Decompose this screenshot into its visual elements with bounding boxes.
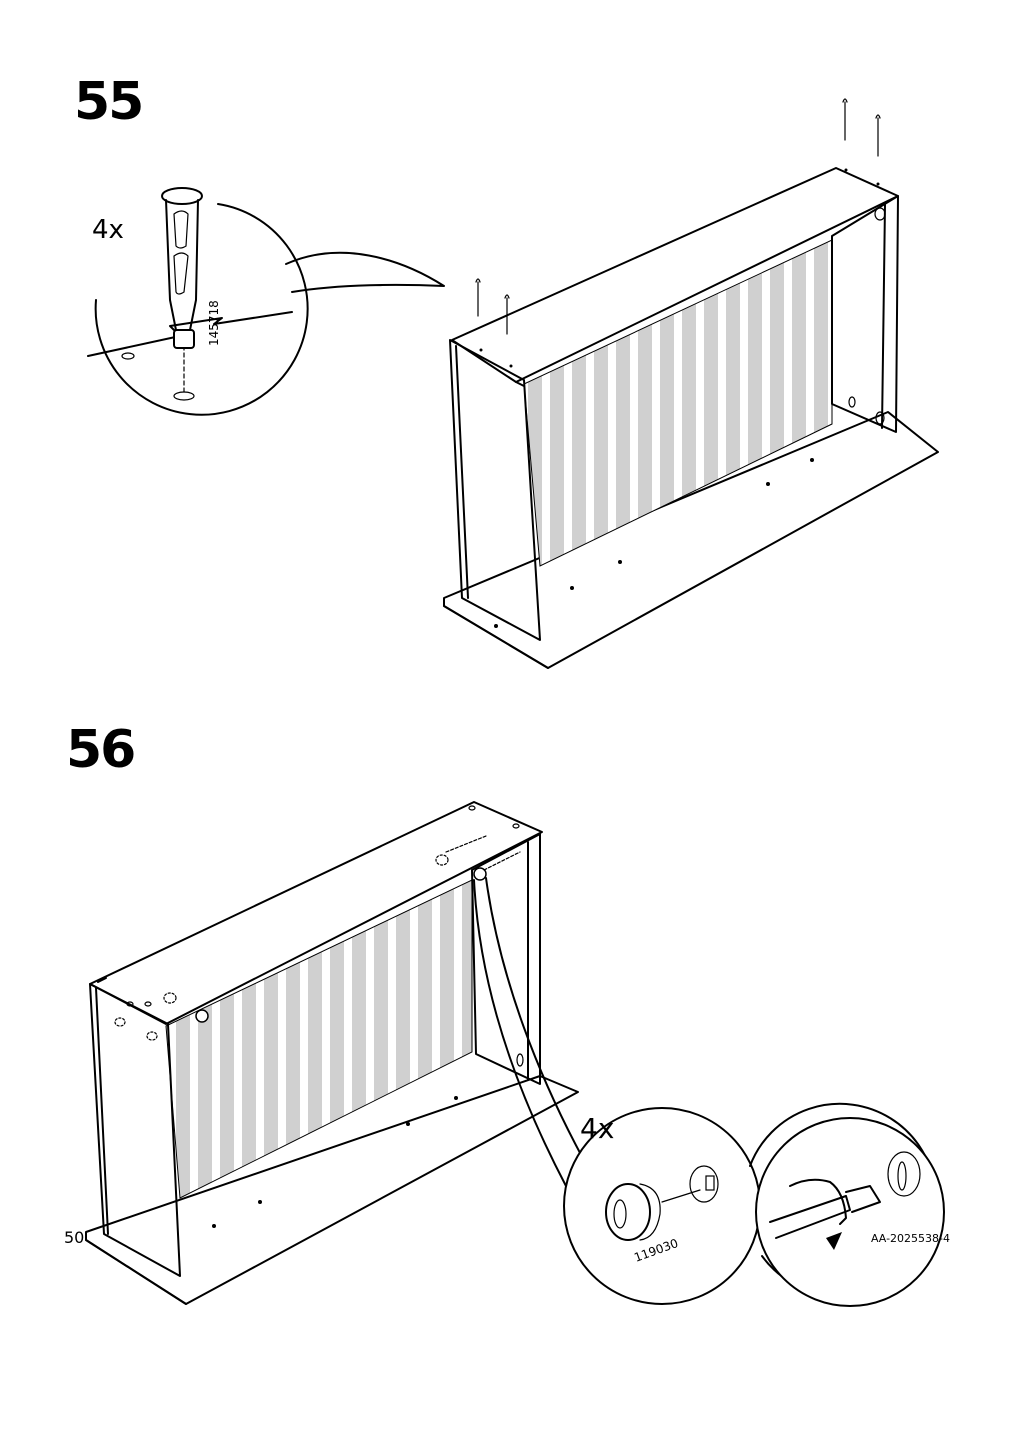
page-number: 50 xyxy=(64,1228,85,1247)
step-56-cabinet-illustration xyxy=(85,801,579,1305)
step-55-part-number: 145718 xyxy=(207,300,221,346)
step-55-quantity-label: 4x xyxy=(92,215,124,245)
step-number-55: 55 xyxy=(74,72,144,132)
step-55-dowel-callout xyxy=(87,187,445,416)
step-56-quantity-label: 4x xyxy=(580,1112,614,1145)
step-56-cam-lock-callout xyxy=(473,877,945,1307)
document-code: AA-2025538-4 xyxy=(870,1232,950,1245)
step-number-56: 56 xyxy=(66,720,136,780)
step-55-cabinet-illustration xyxy=(443,98,939,669)
